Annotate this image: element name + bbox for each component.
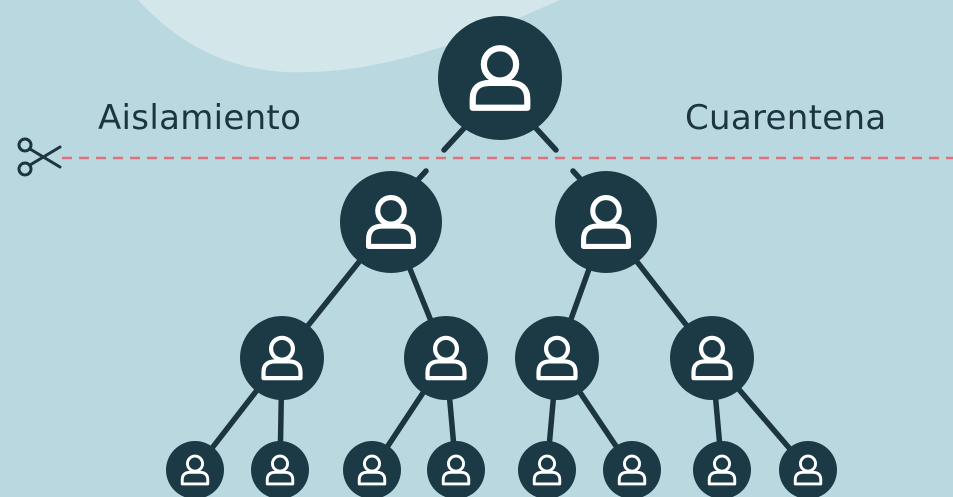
person-node: [555, 171, 657, 273]
person-node: [438, 16, 562, 140]
person-node: [603, 441, 661, 497]
scissors-icon: [17, 137, 62, 177]
person-node: [340, 171, 442, 273]
person-icon: [441, 454, 471, 486]
tree-edge: [530, 122, 559, 153]
quarantine-label: Cuarentena: [685, 98, 887, 138]
person-node: [240, 316, 324, 400]
person-node: [166, 441, 224, 497]
person-icon: [581, 194, 631, 250]
person-icon: [691, 335, 733, 381]
person-icon: [366, 194, 416, 250]
tree-edges: [192, 122, 811, 473]
person-icon: [707, 454, 737, 486]
person-node: [251, 441, 309, 497]
person-node: [427, 441, 485, 497]
person-node: [670, 316, 754, 400]
person-icon: [536, 335, 578, 381]
person-node: [779, 441, 837, 497]
tree-edge: [441, 122, 470, 153]
person-icon: [261, 335, 303, 381]
person-node: [343, 441, 401, 497]
person-icon: [357, 454, 387, 486]
isolation-label: Aislamiento: [98, 98, 302, 138]
background-blob: [138, 0, 560, 73]
person-icon: [793, 454, 823, 486]
person-icon: [425, 335, 467, 381]
person-icon: [180, 454, 210, 486]
person-node: [404, 316, 488, 400]
person-node: [518, 441, 576, 497]
person-icon: [265, 454, 295, 486]
tree-nodes: [166, 16, 837, 497]
person-node: [515, 316, 599, 400]
person-icon: [532, 454, 562, 486]
person-icon: [469, 45, 531, 111]
person-node: [693, 441, 751, 497]
person-icon: [617, 454, 647, 486]
